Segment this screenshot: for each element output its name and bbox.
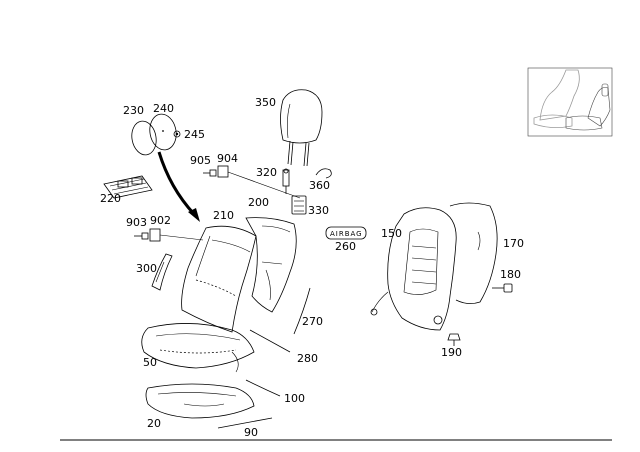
callout-905: 905: [190, 154, 211, 167]
callout-903: 903: [126, 216, 147, 229]
callout-904: 904: [217, 152, 238, 165]
callout-170: 170: [503, 237, 524, 250]
part-170-back-panel: [449, 202, 498, 304]
callout-230: 230: [123, 104, 144, 117]
part-210-backrest-cover: [181, 225, 257, 333]
callout-190: 190: [441, 346, 462, 359]
callout-210: 210: [213, 209, 234, 222]
callout-150: 150: [381, 227, 402, 240]
callout-270: 270: [302, 315, 323, 328]
part-903-plug: [134, 232, 149, 240]
callout-902: 902: [150, 214, 171, 227]
part-260-airbag-plate: AIRBAG: [325, 226, 367, 240]
part-904-connector: [217, 165, 301, 199]
part-280-cable: [249, 329, 291, 353]
part-330-module: [291, 195, 307, 215]
airbag-label: AIRBAG: [330, 230, 363, 238]
part-905-plug: [203, 169, 217, 177]
callout-350: 350: [255, 96, 276, 109]
part-20-cushion-foam: [145, 383, 255, 419]
callout-260: 260: [335, 240, 356, 253]
assembly-arrow: [157, 151, 200, 222]
callout-50: 50: [143, 356, 157, 369]
part-180-screw: [492, 283, 513, 293]
callout-90: 90: [244, 426, 258, 439]
callout-20: 20: [147, 417, 161, 430]
callout-220: 220: [100, 192, 121, 205]
callout-280: 280: [297, 352, 318, 365]
part-200-backrest-foam: [245, 217, 297, 313]
part-50-cushion-cover: [141, 323, 255, 373]
part-902-connector: [149, 228, 204, 242]
callout-300: 300: [136, 262, 157, 275]
part-190-nut: [447, 333, 461, 346]
overview-thumbnail: [527, 67, 613, 137]
part-320-guide: [282, 168, 290, 194]
part-230-disc: [131, 120, 157, 156]
part-220-lumbar: [103, 175, 153, 199]
part-100-wire: [245, 379, 281, 397]
part-350-headrest: [280, 89, 323, 167]
callout-180: 180: [500, 268, 521, 281]
part-150-backrest-frame: [370, 207, 457, 331]
part-360-clip: [315, 168, 332, 179]
callout-330: 330: [308, 204, 329, 217]
part-245-clip: [173, 130, 181, 138]
part-300-side-trim: [151, 253, 173, 291]
part-90-wire: [217, 417, 273, 429]
callout-245: 245: [184, 128, 205, 141]
callout-240: 240: [153, 102, 174, 115]
callout-320: 320: [256, 166, 277, 179]
part-240-disc: [149, 113, 177, 151]
callout-360: 360: [309, 179, 330, 192]
callout-200: 200: [248, 196, 269, 209]
callout-100: 100: [284, 392, 305, 405]
part-270-rod: [293, 287, 311, 335]
